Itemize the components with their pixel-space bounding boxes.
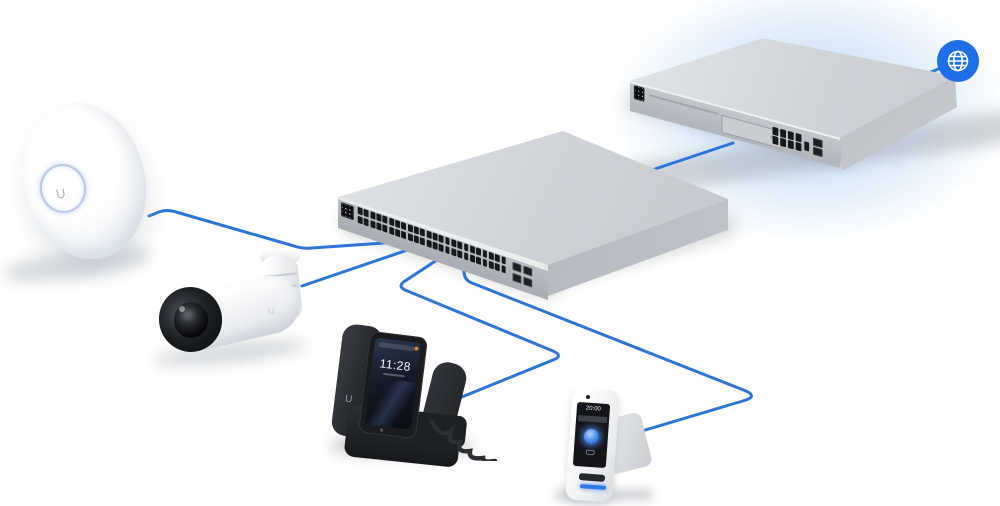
camera-lens-icon (174, 302, 208, 338)
rj45-port (401, 221, 407, 231)
reader-camera-icon (586, 395, 590, 399)
phone-cord (429, 419, 498, 461)
switch-display (340, 202, 354, 221)
cable-access-point-to-switch (147, 209, 428, 250)
rj45-port (438, 243, 444, 253)
phone-clock: 11:28 (378, 356, 412, 374)
rj45-port (388, 226, 394, 236)
rj45-port (432, 232, 438, 242)
rj45-port (370, 220, 376, 229)
rj45-port (420, 237, 425, 246)
rj45-port (463, 243, 469, 252)
phone-statusbar-icon (414, 346, 419, 351)
rj45-port (388, 217, 394, 227)
reader-screen: 20:00 (572, 401, 611, 469)
sfp-port (512, 272, 522, 284)
rj45-port (772, 126, 779, 136)
sfp-port (523, 276, 533, 288)
cable-switch-to-access-reader (461, 255, 753, 439)
rj45-port (501, 255, 507, 265)
rj45-port (482, 258, 488, 268)
rj45-port (376, 213, 382, 222)
reader-key-icon (585, 449, 595, 456)
sfp-port (523, 265, 533, 277)
rj45-port (501, 264, 507, 274)
rj45-port (357, 206, 363, 216)
camera-lens-glint (179, 306, 185, 312)
rj45-port (395, 219, 400, 229)
phone-statusbar (378, 341, 415, 352)
rj45-port (363, 208, 369, 218)
rj45-port (457, 240, 463, 250)
sfp-port (812, 146, 823, 157)
rj45-port (457, 249, 463, 259)
rj45-port (780, 138, 787, 148)
rj45-port (432, 241, 438, 251)
rj45-port (407, 232, 413, 242)
rj45-port (795, 142, 802, 152)
rj45-port (470, 245, 475, 254)
rj45-port (413, 226, 419, 235)
phone-date-line (382, 372, 406, 378)
rj45-port (426, 230, 432, 239)
rj45-port (401, 230, 407, 240)
rj45-port (445, 236, 450, 246)
cable-switch-to-gateway (638, 141, 735, 176)
gateway-console-port (804, 141, 810, 152)
rj45-port (382, 215, 388, 224)
cable-switch-to-phone (399, 258, 560, 405)
rj45-port (451, 247, 457, 257)
switch-sfp-grid (512, 261, 533, 288)
rj45-port (780, 128, 787, 138)
rj45-port (438, 234, 444, 244)
rj45-port (488, 251, 494, 261)
phone: 11:28 U (330, 318, 498, 473)
rj45-port (382, 224, 388, 233)
rj45-port (407, 223, 413, 233)
rj45-port (494, 262, 500, 272)
gateway-sfp-grid (812, 137, 823, 157)
rj45-port (395, 228, 400, 238)
rj45-port (476, 247, 482, 257)
rj45-port (376, 222, 382, 231)
sfp-port (812, 137, 823, 148)
rj45-port (463, 252, 469, 261)
rj45-port (787, 140, 795, 150)
rj45-port (370, 211, 376, 220)
rj45-port (482, 249, 488, 259)
gateway-display (633, 85, 645, 102)
rj45-port (413, 235, 419, 244)
reader-screen-banner (577, 415, 608, 424)
rj45-port (357, 215, 363, 225)
rj45-port (420, 228, 425, 237)
gateway (615, 30, 965, 190)
reader-call-button (583, 428, 600, 445)
rj45-port (476, 256, 482, 266)
camera: U (148, 242, 343, 387)
rj45-port (494, 253, 500, 263)
internet-globe-icon (937, 40, 979, 82)
switch (330, 125, 740, 305)
rj45-port (363, 217, 369, 227)
rj45-port (772, 135, 779, 146)
ubiquiti-logo-icon: U (344, 393, 353, 406)
rj45-port (451, 238, 457, 248)
sfp-port (512, 261, 522, 273)
rj45-port (445, 245, 450, 255)
rj45-port (488, 260, 494, 270)
rj45-port (470, 254, 475, 263)
rj45-port (426, 239, 432, 248)
rj45-port (787, 130, 795, 140)
reader-clock: 20:00 (585, 405, 602, 413)
access-reader: 20:00 (552, 378, 682, 506)
rj45-port (795, 132, 802, 143)
